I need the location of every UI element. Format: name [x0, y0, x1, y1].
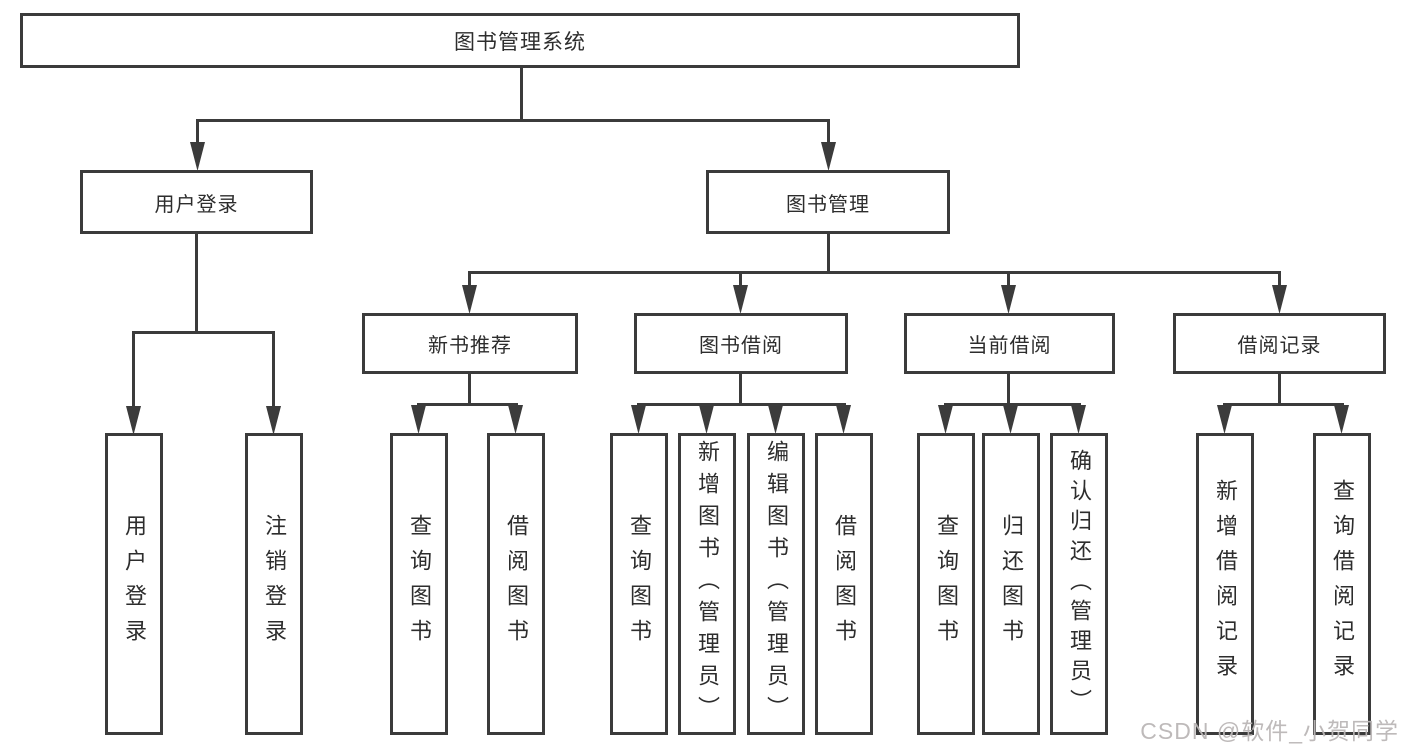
- connector-line: [520, 68, 523, 120]
- connector-line: [1007, 271, 1010, 287]
- arrow-down-icon: [836, 405, 851, 434]
- node-leaf-logout: 注销登录: [245, 433, 303, 735]
- csdn-watermark: CSDN @软件_小贺同学: [1140, 718, 1399, 744]
- node-leaf-query-books-current: 查询图书: [917, 433, 975, 735]
- node-label: 新书推荐: [428, 335, 512, 357]
- node-book-management-system: 图书管理系统: [20, 13, 1020, 68]
- arrow-down-icon: [699, 405, 714, 434]
- node-label: 注销登录: [262, 514, 287, 654]
- node-label: 用户登录: [154, 193, 239, 216]
- node-new-book-recommendation: 新书推荐: [362, 313, 578, 374]
- node-current-borrowing: 当前借阅: [904, 313, 1115, 374]
- node-label: 确认归还（管理员）: [1067, 449, 1092, 719]
- node-label: 借阅记录: [1237, 335, 1322, 357]
- connector-line: [132, 331, 135, 408]
- arrow-down-icon: [126, 406, 141, 435]
- node-borrowing-records: 借阅记录: [1173, 313, 1386, 374]
- node-leaf-edit-books-admin: 编辑图书（管理员）: [747, 433, 805, 735]
- arrow-down-icon: [266, 406, 281, 435]
- node-label: 新增图书（管理员）: [695, 440, 720, 728]
- node-leaf-query-borrow-record: 查询借阅记录: [1313, 433, 1371, 735]
- node-leaf-query-books-recommend: 查询图书: [390, 433, 448, 735]
- connector-line: [827, 119, 830, 144]
- connector-line: [827, 234, 830, 273]
- connector-line: [132, 331, 275, 334]
- node-label: 查询借阅记录: [1330, 479, 1355, 689]
- node-leaf-add-books-admin: 新增图书（管理员）: [678, 433, 736, 735]
- connector-line: [637, 403, 846, 406]
- node-label: 借阅图书: [504, 514, 529, 654]
- node-leaf-borrow-books-recommend: 借阅图书: [487, 433, 545, 735]
- node-leaf-confirm-return-admin: 确认归还（管理员）: [1050, 433, 1108, 735]
- connector-line: [417, 403, 518, 406]
- node-book-management: 图书管理: [706, 170, 950, 234]
- connector-line: [272, 331, 275, 408]
- arrow-down-icon: [938, 405, 953, 434]
- node-label: 借阅图书: [832, 514, 857, 654]
- node-label: 编辑图书（管理员）: [764, 440, 789, 728]
- connector-line: [196, 119, 830, 122]
- connector-line: [195, 234, 198, 333]
- connector-line: [1278, 373, 1281, 405]
- node-label: 归还图书: [999, 514, 1024, 654]
- arrow-down-icon: [1003, 405, 1018, 434]
- node-label: 查询图书: [934, 514, 959, 654]
- arrow-down-icon: [1071, 405, 1086, 434]
- arrow-down-icon: [1001, 285, 1016, 314]
- arrow-down-icon: [1217, 405, 1232, 434]
- node-leaf-query-books-borrow: 查询图书: [610, 433, 668, 735]
- connector-line: [944, 403, 1081, 406]
- node-leaf-return-books: 归还图书: [982, 433, 1040, 735]
- node-label: 图书管理系统: [454, 30, 586, 54]
- node-book-borrowing: 图书借阅: [634, 313, 848, 374]
- arrow-down-icon: [1334, 405, 1349, 434]
- node-label: 查询图书: [407, 514, 432, 654]
- connector-line: [1223, 403, 1344, 406]
- arrow-down-icon: [190, 142, 205, 171]
- node-label: 图书管理: [786, 193, 870, 216]
- arrow-down-icon: [508, 405, 523, 434]
- connector-line: [468, 271, 471, 287]
- node-leaf-borrow-books: 借阅图书: [815, 433, 873, 735]
- arrow-down-icon: [1272, 285, 1287, 314]
- node-leaf-add-borrow-record: 新增借阅记录: [1196, 433, 1254, 735]
- node-label: 用户登录: [122, 514, 147, 654]
- node-leaf-user-login: 用户登录: [105, 433, 163, 735]
- connector-line: [1007, 373, 1010, 405]
- arrow-down-icon: [411, 405, 426, 434]
- node-label: 新增借阅记录: [1213, 479, 1238, 689]
- arrow-down-icon: [462, 285, 477, 314]
- connector-line: [468, 271, 1281, 274]
- arrow-down-icon: [631, 405, 646, 434]
- arrow-down-icon: [821, 142, 836, 171]
- node-label: 当前借阅: [967, 335, 1052, 357]
- connector-line: [739, 271, 742, 287]
- connector-line: [1278, 271, 1281, 287]
- connector-line: [468, 373, 471, 405]
- connector-line: [739, 373, 742, 405]
- arrow-down-icon: [733, 285, 748, 314]
- node-label: 图书借阅: [699, 335, 783, 357]
- node-user-login: 用户登录: [80, 170, 313, 234]
- arrow-down-icon: [768, 405, 783, 434]
- node-label: 查询图书: [627, 514, 652, 654]
- connector-line: [196, 119, 199, 144]
